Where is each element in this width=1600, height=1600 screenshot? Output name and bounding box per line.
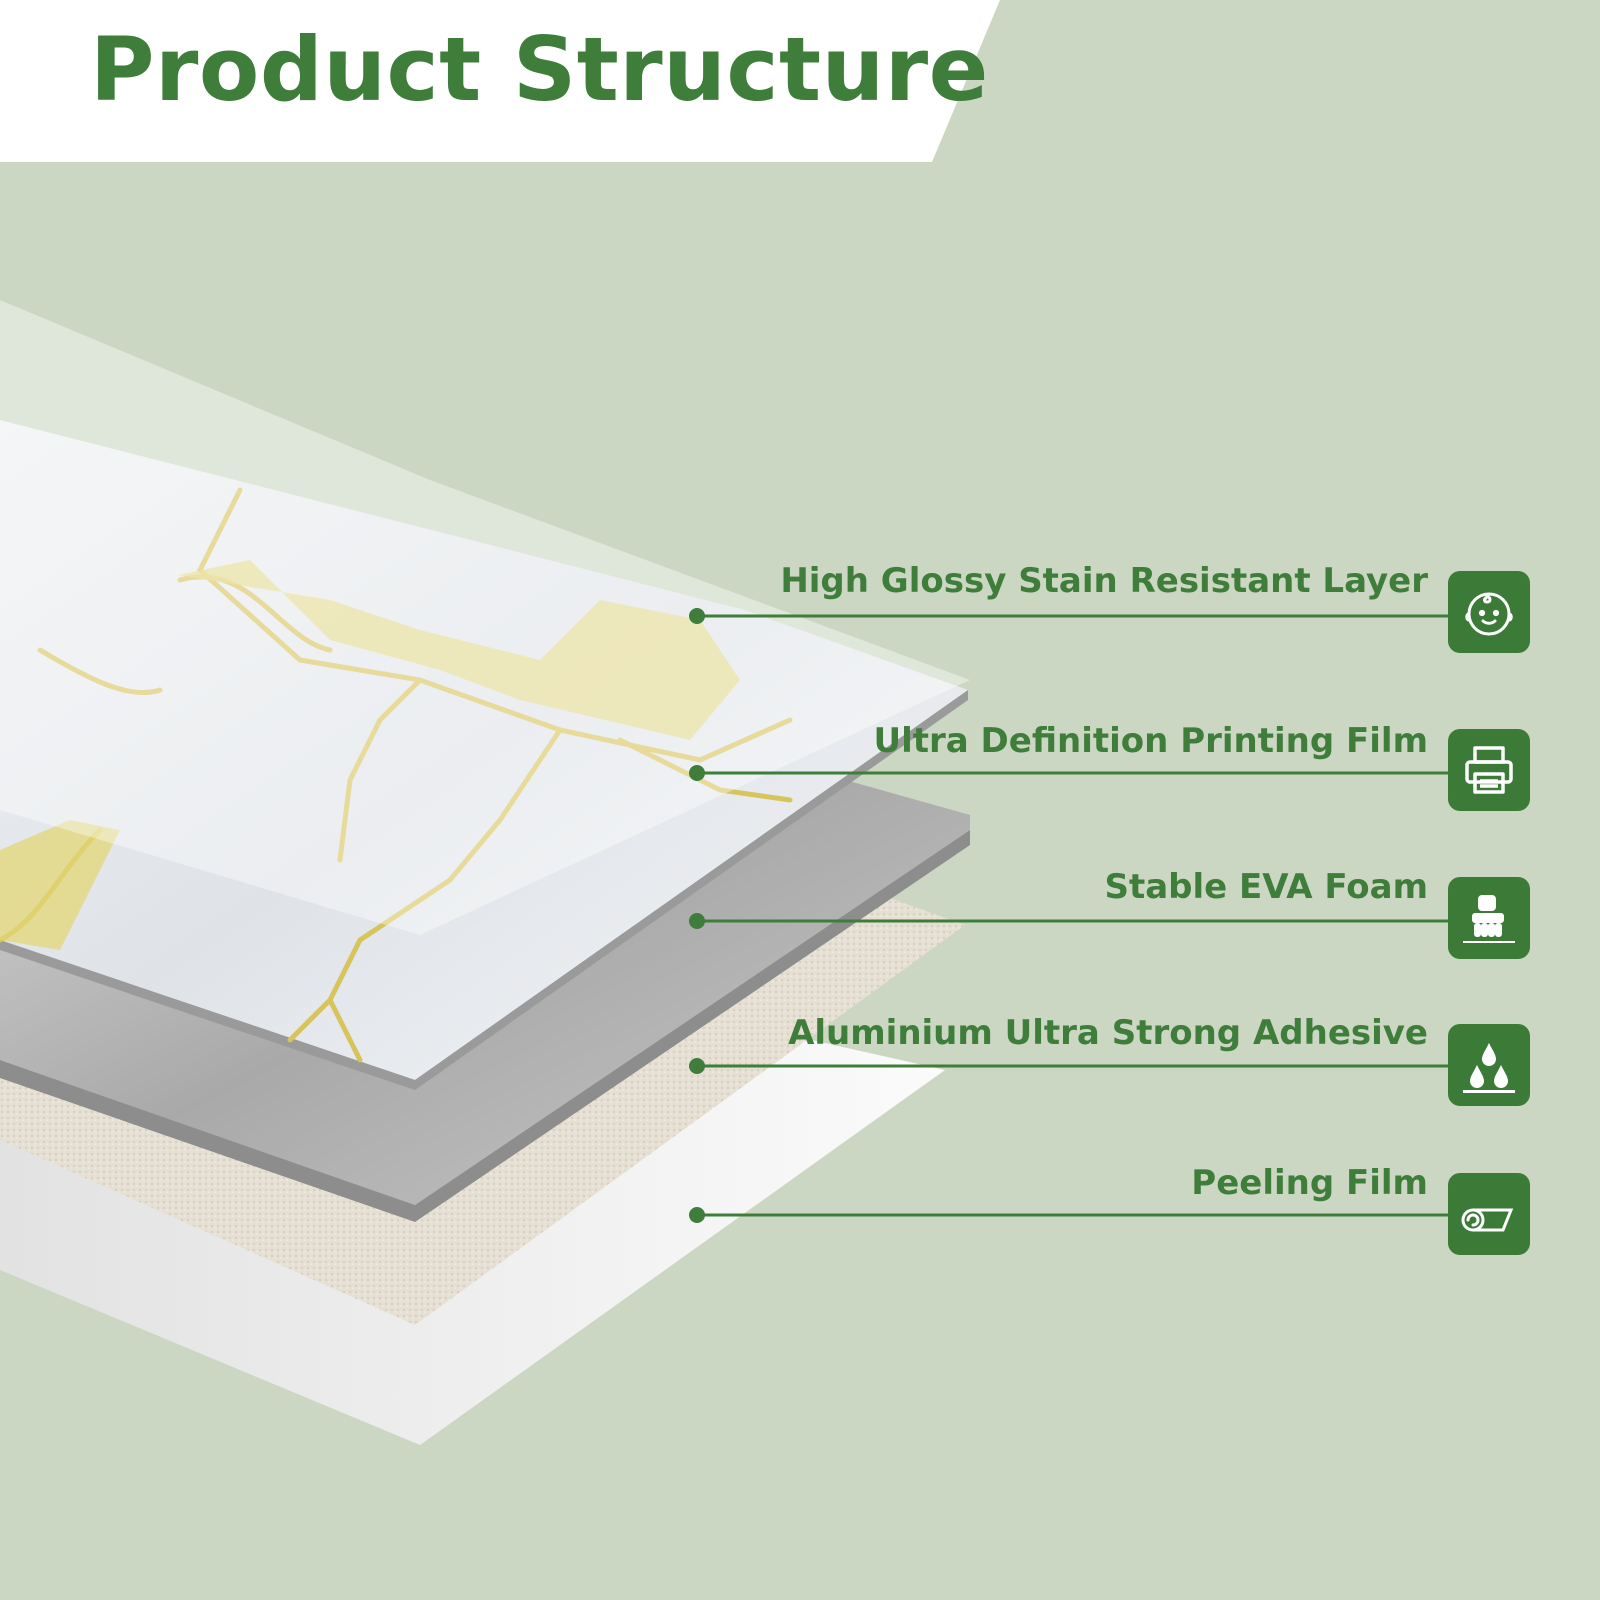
baby-face-icon <box>1448 571 1530 653</box>
title-banner <box>0 0 1000 162</box>
layer-label-foam: Stable EVA Foam <box>1104 867 1428 907</box>
gold-veins <box>0 487 793 1063</box>
hand-press-icon <box>1448 877 1530 959</box>
layer-label-peeling: Peeling Film <box>1191 1163 1428 1203</box>
layer-label-printing: Ultra Definition Printing Film <box>873 721 1428 761</box>
gold-patch-2 <box>0 820 120 950</box>
glossy-layer <box>0 300 970 935</box>
roll-film-icon <box>1448 1173 1530 1255</box>
layer-label-adhesive: Aluminium Ultra Strong Adhesive <box>788 1013 1428 1053</box>
layer-label-glossy: High Glossy Stain Resistant Layer <box>780 561 1428 601</box>
printer-icon <box>1448 729 1530 811</box>
water-drops-icon <box>1448 1024 1530 1106</box>
gold-patch <box>178 560 740 740</box>
page-title: Product Structure <box>90 18 989 121</box>
